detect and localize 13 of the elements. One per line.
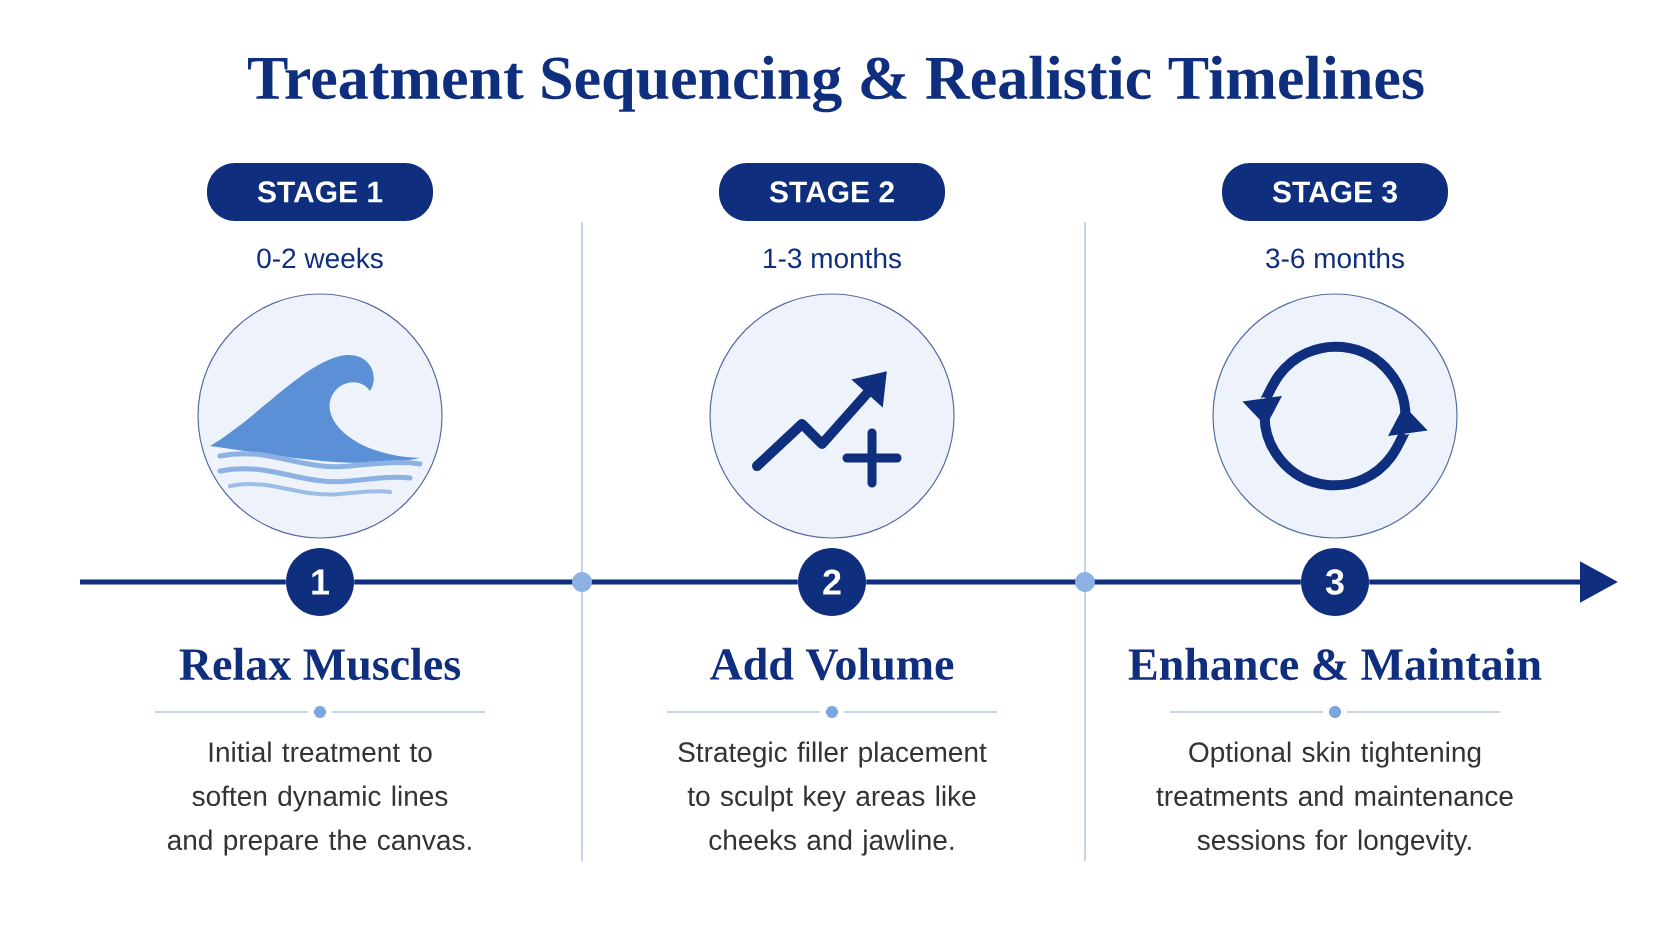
timeline-line [354,579,798,585]
description: Optional skin tightening treatments and maintenance sessions for longevity. [1156,741,1513,856]
duration: 3-6 months [1266,247,1404,269]
timeline-line [80,579,286,585]
stage-pill: STAGE 1 [207,163,433,221]
description: Strategic filler placement to sculpt key areas like cheeks and jawline. [678,741,987,856]
description: Initial treatment to soften dynamic lines and prepare the canvas. [167,741,471,856]
timeline-line [866,579,1301,585]
stage-pill: STAGE 3 [1222,163,1448,221]
duration: 0-2 weeks [257,247,383,269]
stage-pill: STAGE 2 [719,163,945,221]
title: Treatment Sequencing & Realistic Timelines [248,55,1424,113]
duration: 1-3 months [764,247,901,269]
